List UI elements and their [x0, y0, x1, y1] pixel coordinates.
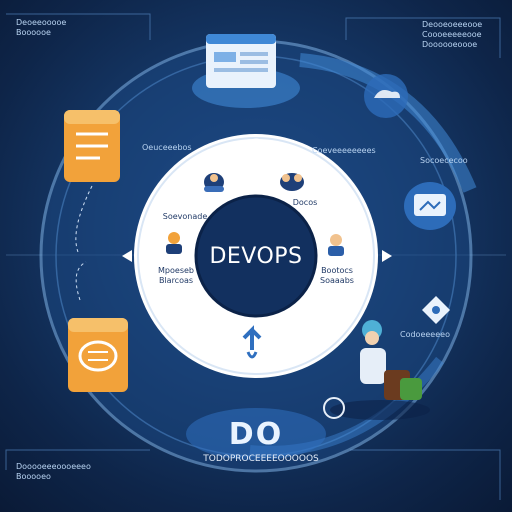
logo-glow — [186, 408, 326, 460]
ring-label-top-right: Docos — [292, 198, 318, 207]
ring-arrow-right — [382, 250, 392, 262]
developer-icon-left — [166, 232, 182, 254]
monitor-icon — [404, 182, 456, 230]
connector-left — [75, 185, 93, 301]
outer-label-top-left: Oeuceeebos — [142, 143, 192, 152]
ring-label-top-left: Soevonade — [162, 212, 208, 221]
cloud-icon — [364, 74, 408, 118]
corner-label-top-left: Deoeeooooe Boooooe — [16, 18, 67, 37]
outer-label-right: Socoececoo — [420, 156, 468, 165]
hub-circle-edge — [194, 194, 318, 318]
process-ring-edge — [137, 137, 375, 375]
ring-arrow-top — [242, 138, 270, 149]
outer-label-bottom-right: Codoeeeeeo — [400, 330, 450, 339]
brand-logo: DO — [228, 416, 284, 452]
outer-label-top-right: Coeveeeeeeees — [312, 146, 376, 155]
browser-window-icon — [192, 34, 300, 108]
document-icon-top — [64, 110, 120, 182]
person-icon-top-left — [204, 173, 224, 192]
ring-label-left: Mpoeseb Blarcoas — [158, 266, 194, 285]
corner-label-bottom-left: Dooooeeeoooeeeo Booooeo — [16, 462, 91, 481]
team-icon-top-right — [280, 173, 304, 191]
ring-arrow-left — [122, 250, 132, 262]
document-icon-bottom — [68, 318, 128, 392]
hub-circle — [196, 196, 316, 316]
operator-icon-right — [328, 234, 344, 256]
up-arrow-icon — [242, 325, 262, 359]
engineer-illustration — [323, 320, 430, 420]
ring-label-right: Bootocs Soaaabs — [320, 266, 354, 285]
brand-caption: TODOPROCEEEEOOOOOS — [203, 454, 319, 464]
hub-title: DEVOPS — [209, 243, 303, 269]
settings-diamond-icon — [422, 296, 450, 324]
corner-label-top-right: Deooeoeeeooe Coooeeeeeooe Doooooeoooe — [422, 20, 483, 49]
